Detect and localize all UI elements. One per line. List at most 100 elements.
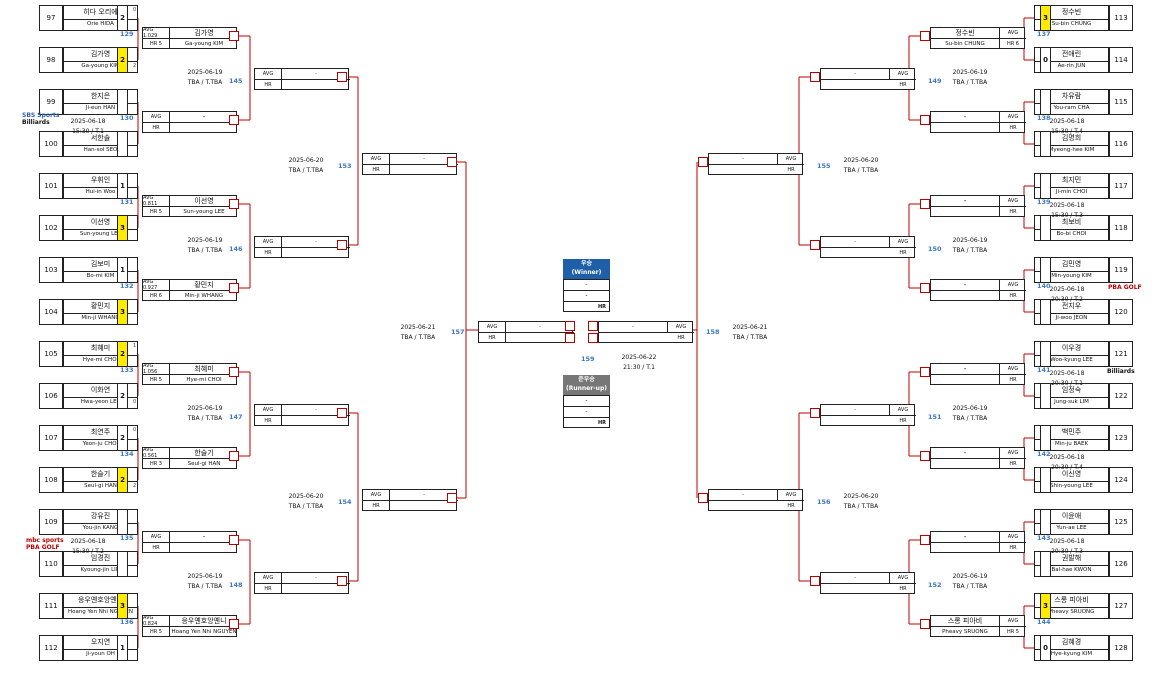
bracket-connector: [447, 157, 457, 167]
player-score: 3: [1040, 593, 1051, 619]
player-slot-placeholder: -: [282, 573, 350, 584]
player-name-english: Hoang Yen Nhi NGUYEN: [171, 629, 237, 635]
bracket-connector: [810, 408, 820, 418]
hr-label: HR: [1009, 125, 1017, 131]
match-date: 2025-06-19: [187, 573, 223, 580]
player-name-english: [931, 375, 1000, 385]
player-slot-placeholder: -: [709, 490, 778, 501]
player-name-korean: 김민영: [1061, 260, 1082, 268]
hr-label: HR 5: [143, 39, 170, 49]
seed-number: 107: [39, 425, 63, 451]
quarterfinal-match-box[interactable]: AVG-HR: [362, 153, 458, 175]
player-name-english: Yun-ae LEE: [1035, 523, 1108, 531]
match-number: 139: [1037, 198, 1051, 206]
hr-label: HR 5: [1006, 629, 1019, 635]
seed-number: 105: [39, 341, 63, 367]
match-number: 132: [120, 282, 134, 290]
match-number: 146: [229, 245, 243, 253]
quarterfinal-match-box[interactable]: AVG-HR: [362, 489, 458, 511]
player-name-english: Ji-youn OH: [64, 649, 137, 657]
player-name-english: Sun-young LEE: [64, 229, 137, 237]
hr-label: HR: [479, 333, 506, 343]
player-name-english: Min-ji WHANG: [64, 313, 137, 321]
round2-match-box[interactable]: AVG-HR: [142, 531, 238, 553]
runner-up-title: 준우승(Runner-up): [563, 375, 610, 395]
avg-label: AVG: [363, 490, 390, 501]
seed-number: 102: [39, 215, 63, 241]
set-score: 1: [133, 343, 137, 349]
player-score: 3: [117, 593, 128, 619]
round3-match-box[interactable]: AVG-HR: [254, 68, 350, 90]
pba-golf-logo: PBA GOLF: [1108, 284, 1142, 291]
avg-label: AVG: [1000, 532, 1026, 543]
seed-number: 100: [39, 131, 63, 157]
match-number: 151: [928, 413, 942, 421]
round3-match-box[interactable]: AVG-HR: [254, 572, 350, 594]
round2-match-box[interactable]: AVG-HR: [142, 111, 238, 133]
avg-label: AVG: [1000, 28, 1026, 39]
seed-number: 122: [1109, 383, 1133, 409]
player-score: 3: [1040, 5, 1051, 31]
avg-label: AVG: [778, 154, 804, 165]
match-date: 2025-06-20: [288, 157, 324, 164]
hr-label: HR: [255, 248, 282, 258]
set-score: 0: [133, 7, 137, 13]
match-number: 137: [1037, 30, 1051, 38]
player-slot-placeholder: -: [282, 237, 350, 248]
match-time: TBA / T.TBA: [952, 415, 988, 422]
player-name-english: [931, 291, 1000, 301]
bracket-connector: [920, 115, 930, 125]
match-time: TBA / T.TBA: [187, 583, 223, 590]
winner-box: --HR: [563, 279, 610, 312]
player-name-korean: 응우옌호앙옌니: [77, 596, 124, 604]
match-date: 2025-06-18: [1049, 118, 1085, 125]
match-time: TBA / T.TBA: [843, 167, 879, 174]
match-time: TBA / T.TBA: [187, 415, 223, 422]
bracket-connector: [588, 321, 598, 331]
match-time: TBA / T.TBA: [952, 583, 988, 590]
match-time: 15:30 / T.3: [1051, 212, 1083, 219]
player-name-english: Myeong-hee KIM: [1035, 145, 1108, 153]
round3-match-box[interactable]: AVG-HR: [254, 404, 350, 426]
player-name-english: Su-bin CHUNG: [1035, 19, 1108, 27]
player-name-korean: 서한솔: [90, 134, 111, 142]
round3-match-box[interactable]: AVG-HR: [254, 236, 350, 258]
bracket-connector: [229, 619, 239, 629]
match-date: 2025-06-18: [1049, 202, 1085, 209]
avg-label: AVG: [778, 490, 804, 501]
hr-label: HR: [1009, 545, 1017, 551]
seed-number: 99: [39, 89, 63, 115]
player-name-english: [170, 543, 238, 553]
match-time: TBA / T.TBA: [187, 79, 223, 86]
player-score: 0: [1040, 635, 1051, 661]
match-number: 149: [928, 77, 942, 85]
hr-label: HR: [255, 80, 282, 90]
semifinal-match-box[interactable]: AVG-HR: [478, 321, 574, 343]
